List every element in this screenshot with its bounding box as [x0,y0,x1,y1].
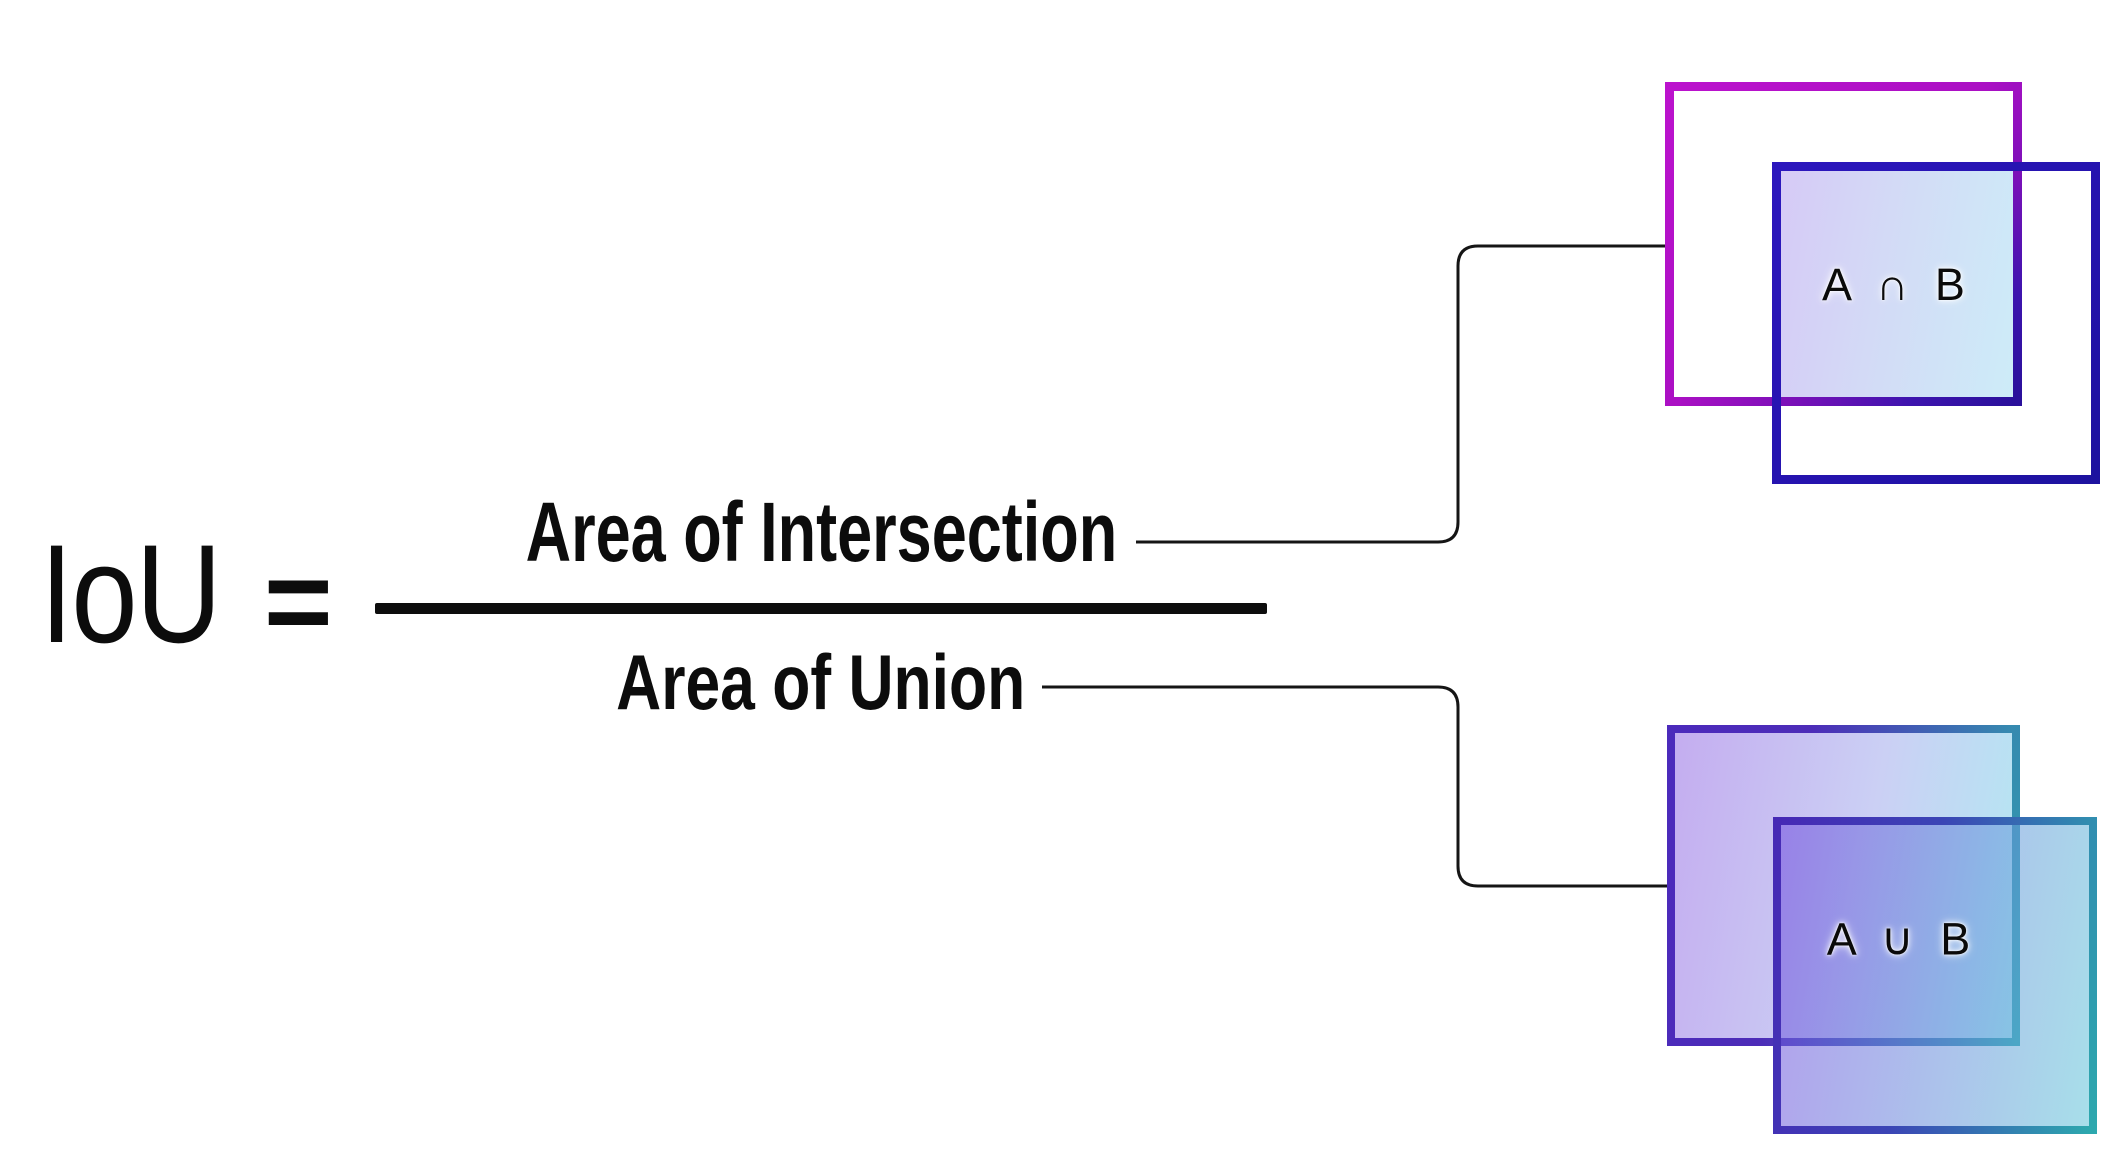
connector-union-line [1042,685,1674,888]
intersection-label: A ∩ B [1822,259,1972,310]
fraction-numerator: Area of Intersection [375,490,1267,574]
union-label: A ∪ B [1826,913,1978,965]
equals-sign: = [263,536,333,668]
denominator-text: Area of Union [616,638,1026,726]
formula-lhs-row: IoU= [40,524,333,664]
numerator-text: Area of Intersection [525,485,1117,579]
iou-text: IoU [40,515,222,672]
fraction-bar [375,603,1267,614]
fraction-denominator: Area of Union [375,643,1267,721]
connector-intersection-line [1136,244,1672,544]
union-box-b [1773,817,2097,1134]
intersection-box-b-outline [1772,162,2100,484]
